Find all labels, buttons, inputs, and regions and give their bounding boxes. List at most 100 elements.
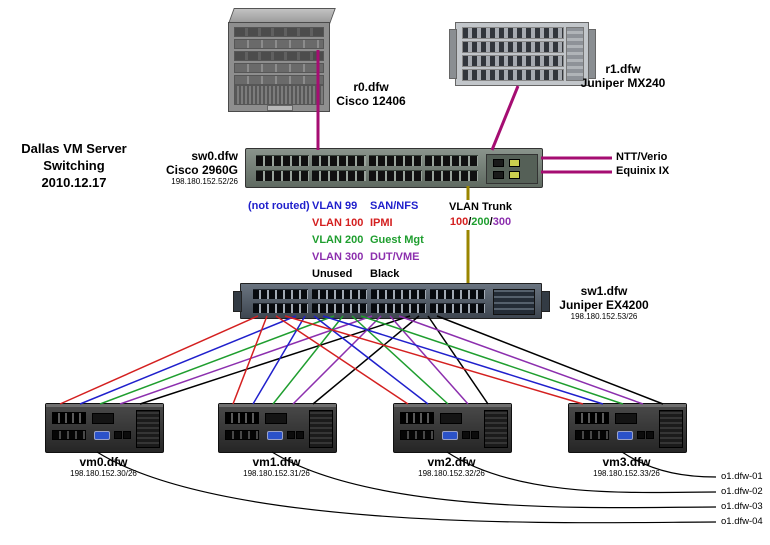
line-card [462,55,564,67]
device-ip: 198.180.152.32/26 [418,469,485,478]
line-card [462,41,564,53]
line-card-slot [234,75,324,85]
port-group [312,155,366,166]
legend-desc: IPMI [370,217,393,229]
line-card-slot [234,27,324,37]
server-vm0-label: vm0.dfw 198.180.152.30/26 [45,455,162,479]
port-bank [575,412,609,424]
trunk-vlan-100: 100 [449,216,469,228]
server-vm2-chassis [393,403,512,453]
chassis-edge [46,404,163,407]
vga-port [94,431,110,440]
power-inlet [440,413,462,424]
switch-sw1-label: sw1.dfw Juniper EX4200 198.180.152.53/26 [546,284,662,322]
port-group [312,303,367,313]
device-model: Juniper EX4200 [559,298,649,312]
device-name: vm1.dfw [252,455,301,469]
legend-vlan: VLAN 200 [312,234,364,246]
device-name: vm2.dfw [427,455,476,469]
device-name: vm3.dfw [602,455,651,469]
links-sw1-vm3 [284,315,664,405]
vent-grille [136,410,160,448]
port-group [368,155,422,166]
port-group [371,303,426,313]
server-vm2-label: vm2.dfw 198.180.152.32/26 [393,455,510,479]
legend-desc: SAN/NFS [370,200,419,212]
trunk-vlan-300: 300 [492,216,512,228]
vga-port [617,431,633,440]
legend-desc: Guest Mgt [370,234,424,246]
legend-spacer [248,268,312,280]
line-card [462,69,564,81]
device-name: r1.dfw [605,62,641,76]
legend-desc: Black [370,268,400,280]
device-name: sw1.dfw [580,284,628,298]
device-ip: 198.180.152.30/26 [70,469,137,478]
vga-port [442,431,458,440]
port-bank [400,412,434,424]
title-line: 2010.12.17 [41,175,107,190]
links-sw1-vm0 [59,315,411,405]
uplink-port [493,159,504,167]
chassis-edge [569,404,686,407]
vlan-legend: (not routed) VLAN 99 SAN/NFS VLAN 100 IP… [248,200,424,280]
port-row [253,289,485,299]
power-inlet [92,413,114,424]
legend-vlan: VLAN 100 [312,217,364,229]
remote-host-label: o1.dfw-01 [721,471,763,482]
uplink-port [509,171,520,179]
nic-port [462,431,470,439]
nic-port [637,431,645,439]
router-r1-chassis [449,22,596,86]
server-vm3-chassis [568,403,687,453]
legend-desc: DUT/VME [370,251,420,263]
trunk-separator: / [489,216,493,228]
nic-port [287,431,295,439]
port-row [256,170,478,181]
rack-ear [588,29,596,79]
legend-spacer [248,251,312,263]
router-r1-label: r1.dfw Juniper MX240 [570,62,676,90]
port-group [371,289,426,299]
title-line: Switching [43,158,105,173]
server-vm1-label: vm1.dfw 198.180.152.31/26 [218,455,335,479]
port-bank [575,430,609,440]
chassis-edge [394,404,511,407]
device-ip: 198.180.152.33/26 [593,469,660,478]
port-group [430,289,485,299]
rack-ear [449,29,457,79]
chassis-handle [267,105,293,111]
port-group [256,155,310,166]
switch-sw0-label: sw0.dfw Cisco 2960G 198.180.152.52/26 [118,149,238,187]
port-group [424,170,478,181]
trunk-vlans: 100/200/300 [449,215,512,230]
line-card [462,27,564,39]
legend-not-routed: (not routed) [248,200,310,212]
device-model: Cisco 12406 [336,94,406,108]
power-inlet [615,413,637,424]
router-r0-label: r0.dfw Cisco 12406 [328,80,414,108]
vent-grille [659,410,683,448]
device-name: r0.dfw [353,80,389,94]
uplink-port [509,159,520,167]
port-row [256,155,478,166]
legend-vlan: VLAN 99 [312,200,358,212]
device-ip: 198.180.152.52/26 [171,177,238,186]
links-sw1-vm1 [232,315,420,405]
device-ip: 198.180.152.31/26 [243,469,310,478]
chassis-edge [219,404,336,407]
legend-spacer [248,217,312,229]
server-vm3-label: vm3.dfw 198.180.152.33/26 [568,455,685,479]
port-bank [225,430,259,440]
switch-sw1-chassis [233,283,550,319]
remote-host-label: o1.dfw-04 [721,516,763,527]
remote-host-label: o1.dfw-03 [721,501,763,512]
line-card-slot [234,51,324,61]
legend-vlan: Unused [312,268,353,280]
nic-port [646,431,654,439]
power-supply [566,27,584,81]
diagram-title: Dallas VM Server Switching 2010.12.17 [5,140,143,191]
link-r1-sw0 [490,85,520,151]
remote-host-label: o1.dfw-02 [721,486,763,497]
port-row [253,303,485,313]
